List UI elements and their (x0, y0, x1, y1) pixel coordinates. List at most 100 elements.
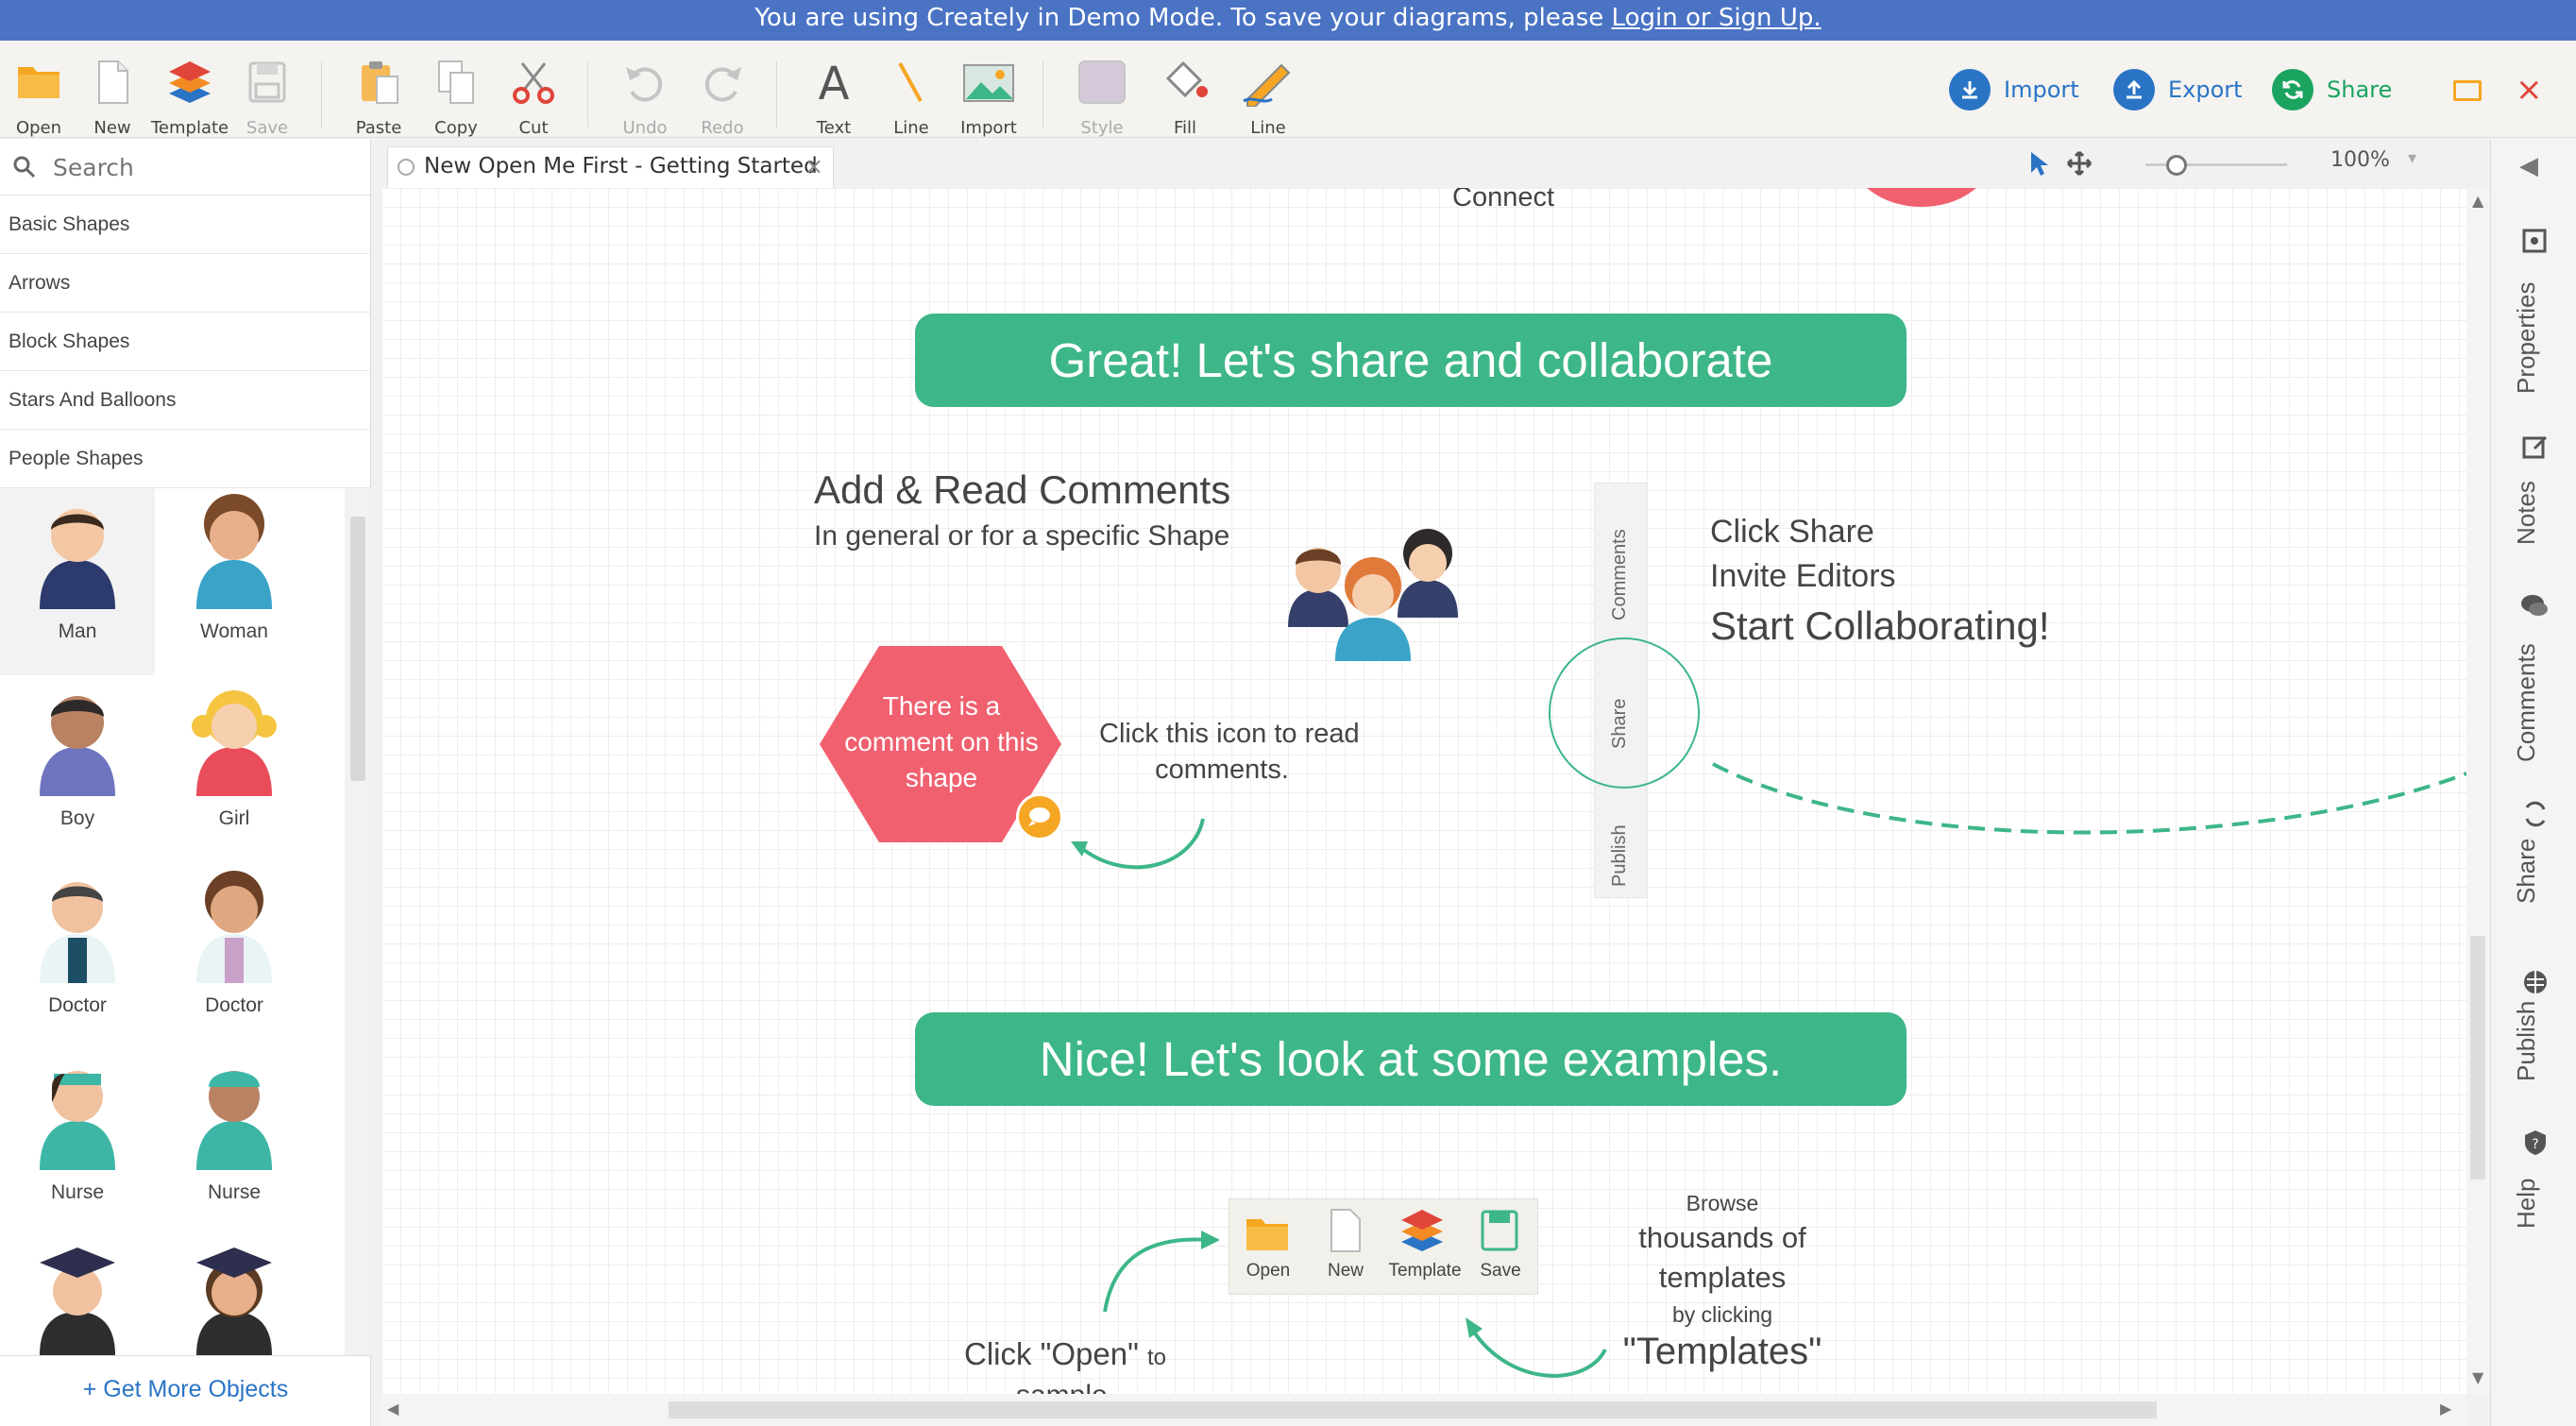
comments-subtitle[interactable]: In general or for a specific Shape (814, 520, 1230, 552)
partial-circle-shape[interactable] (1851, 188, 1992, 207)
export-button[interactable]: Export (2113, 69, 2243, 110)
scroll-left-icon[interactable]: ◀ (387, 1400, 399, 1418)
curved-arrow-templates[interactable] (1445, 1312, 1615, 1387)
zoom-dropdown-icon[interactable]: ▾ (2408, 148, 2417, 168)
canvas-vertical-scrollbar[interactable]: ▲ ▼ (2466, 188, 2490, 1394)
strip-publish-label[interactable]: Publish (1609, 824, 1630, 887)
save-button[interactable]: Save (229, 54, 306, 138)
click-icon-text-line2[interactable]: comments. (1155, 755, 1289, 785)
cut-button[interactable]: Cut (495, 54, 572, 138)
shape-label: Nurse (207, 1181, 262, 1203)
panel-tab-share[interactable]: Share (2491, 790, 2576, 1036)
strip-comments-label[interactable]: Comments (1609, 529, 1630, 620)
dashed-connector-line[interactable] (1703, 755, 2466, 858)
category-basic-shapes[interactable]: Basic Shapes (0, 195, 371, 254)
shape-girl[interactable]: Girl (157, 675, 312, 862)
curved-arrow-connector[interactable] (1061, 811, 1222, 887)
tab-document[interactable]: New Open Me First - Getting Started × (387, 146, 834, 188)
close-icon[interactable]: × (2516, 71, 2543, 109)
shape-nurse-male[interactable]: Nurse (157, 1049, 312, 1236)
line-style-button[interactable]: Line (1229, 54, 1307, 138)
category-stars-and-balloons[interactable]: Stars And Balloons (0, 371, 371, 430)
click-open-text[interactable]: Click "Open" to (964, 1336, 1166, 1372)
category-block-shapes[interactable]: Block Shapes (0, 313, 371, 371)
shape-doctor-female[interactable]: Doctor (157, 862, 312, 1049)
diagram-canvas[interactable]: Connect Great! Let's share and collabora… (381, 188, 2466, 1394)
horizontal-scroll-thumb[interactable] (669, 1401, 2157, 1418)
zoom-slider-handle[interactable] (2166, 155, 2187, 176)
import-button[interactable]: Import (1949, 69, 2079, 110)
fill-label: Fill (1173, 118, 1197, 138)
hexagon-shape[interactable] (818, 644, 1063, 844)
panel-tab-comments[interactable]: Comments (2491, 583, 2576, 894)
comment-bubble-icon[interactable] (1016, 793, 1063, 840)
line-label: Line (893, 118, 929, 138)
templates-text[interactable]: templates (1658, 1261, 1787, 1294)
category-arrows[interactable]: Arrows (0, 254, 371, 313)
collapse-panel-icon[interactable]: ◀ (2519, 152, 2538, 180)
shape-graduate-male[interactable] (0, 1236, 155, 1355)
import-image-button[interactable]: Import (950, 54, 1027, 138)
mini-template-icon (1401, 1210, 1443, 1251)
undo-button[interactable]: Undo (606, 54, 684, 138)
click-share-text[interactable]: Click Share (1710, 514, 1874, 550)
fill-button[interactable]: Fill (1146, 54, 1224, 138)
redo-button[interactable]: Redo (684, 54, 761, 138)
sample-text[interactable]: sample (1016, 1380, 1108, 1394)
panel-publish-label: Publish (2512, 1000, 2540, 1081)
panel-tab-help[interactable]: ? Help (2491, 1123, 2576, 1293)
category-people-shapes[interactable]: People Shapes (0, 430, 371, 488)
curved-arrow-open[interactable] (1095, 1217, 1228, 1321)
shape-doctor-male[interactable]: Doctor (0, 862, 155, 1049)
panel-tab-properties[interactable]: Properties (2491, 214, 2576, 403)
shapes-scrollbar[interactable] (345, 488, 371, 1355)
login-signup-link[interactable]: Login or Sign Up. (1611, 4, 1822, 32)
shape-man[interactable]: Man (0, 488, 155, 675)
get-more-objects-link[interactable]: + Get More Objects (0, 1355, 371, 1426)
strip-share-label[interactable]: Share (1609, 698, 1630, 749)
pan-tool-icon[interactable] (2066, 150, 2093, 177)
shape-boy[interactable]: Boy (0, 675, 155, 862)
vertical-scroll-thumb[interactable] (2470, 936, 2485, 1180)
text-tool-button[interactable]: A Text (795, 54, 873, 138)
zoom-slider[interactable] (2145, 163, 2287, 166)
close-tab-icon[interactable]: × (804, 153, 823, 179)
pointer-tool-icon[interactable] (2027, 150, 2050, 177)
panel-tab-notes[interactable]: Notes (2491, 422, 2576, 620)
shape-nurse-female[interactable]: Nurse (0, 1049, 155, 1236)
scroll-down-icon[interactable]: ▼ (2472, 1368, 2484, 1386)
zoom-level[interactable]: 100% (2330, 148, 2390, 172)
canvas-horizontal-scrollbar[interactable]: ◀ ▶ (381, 1394, 2466, 1426)
image-icon (963, 64, 1014, 102)
minimize-window-icon[interactable] (2453, 80, 2482, 101)
scroll-up-icon[interactable]: ▲ (2472, 192, 2484, 210)
thousands-text[interactable]: thousands of (1638, 1221, 1806, 1254)
shape-woman[interactable]: Woman (157, 488, 312, 675)
import-arrow-icon (1949, 69, 1991, 110)
invite-editors-text[interactable]: Invite Editors (1710, 558, 1896, 594)
shape-graduate-female[interactable] (157, 1236, 312, 1355)
scroll-right-icon[interactable]: ▶ (2440, 1400, 2452, 1418)
scrollbar-thumb[interactable] (350, 517, 365, 781)
template-button[interactable]: Template (151, 54, 229, 138)
open-button[interactable]: Open (0, 54, 77, 138)
style-button[interactable]: Style (1063, 54, 1141, 138)
copy-button[interactable]: Copy (417, 54, 495, 138)
browse-text[interactable]: Browse (1686, 1191, 1759, 1215)
text-icon: A (819, 58, 850, 107)
panel-tab-publish[interactable]: Publish (2491, 959, 2576, 1176)
paste-button[interactable]: Paste (340, 54, 417, 138)
share-button[interactable]: Share (2272, 69, 2392, 110)
click-icon-text-line1[interactable]: Click this icon to read (1099, 719, 1360, 749)
templates-quote-text[interactable]: "Templates" (1622, 1331, 1822, 1372)
by-clicking-text[interactable]: by clicking (1671, 1302, 1773, 1327)
demo-mode-banner: You are using Creately in Demo Mode. To … (0, 0, 2576, 41)
search-input[interactable] (53, 148, 364, 186)
new-button[interactable]: New (74, 54, 151, 138)
line-tool-button[interactable]: Line (873, 54, 950, 138)
comments-title[interactable]: Add & Read Comments (814, 467, 1231, 512)
share-collaborate-banner[interactable]: Great! Let's share and collaborate (915, 314, 1907, 407)
examples-banner[interactable]: Nice! Let's look at some examples. (915, 1012, 1907, 1106)
start-collaborating-text[interactable]: Start Collaborating! (1710, 603, 2050, 648)
people-group-illustration[interactable] (1279, 514, 1477, 665)
